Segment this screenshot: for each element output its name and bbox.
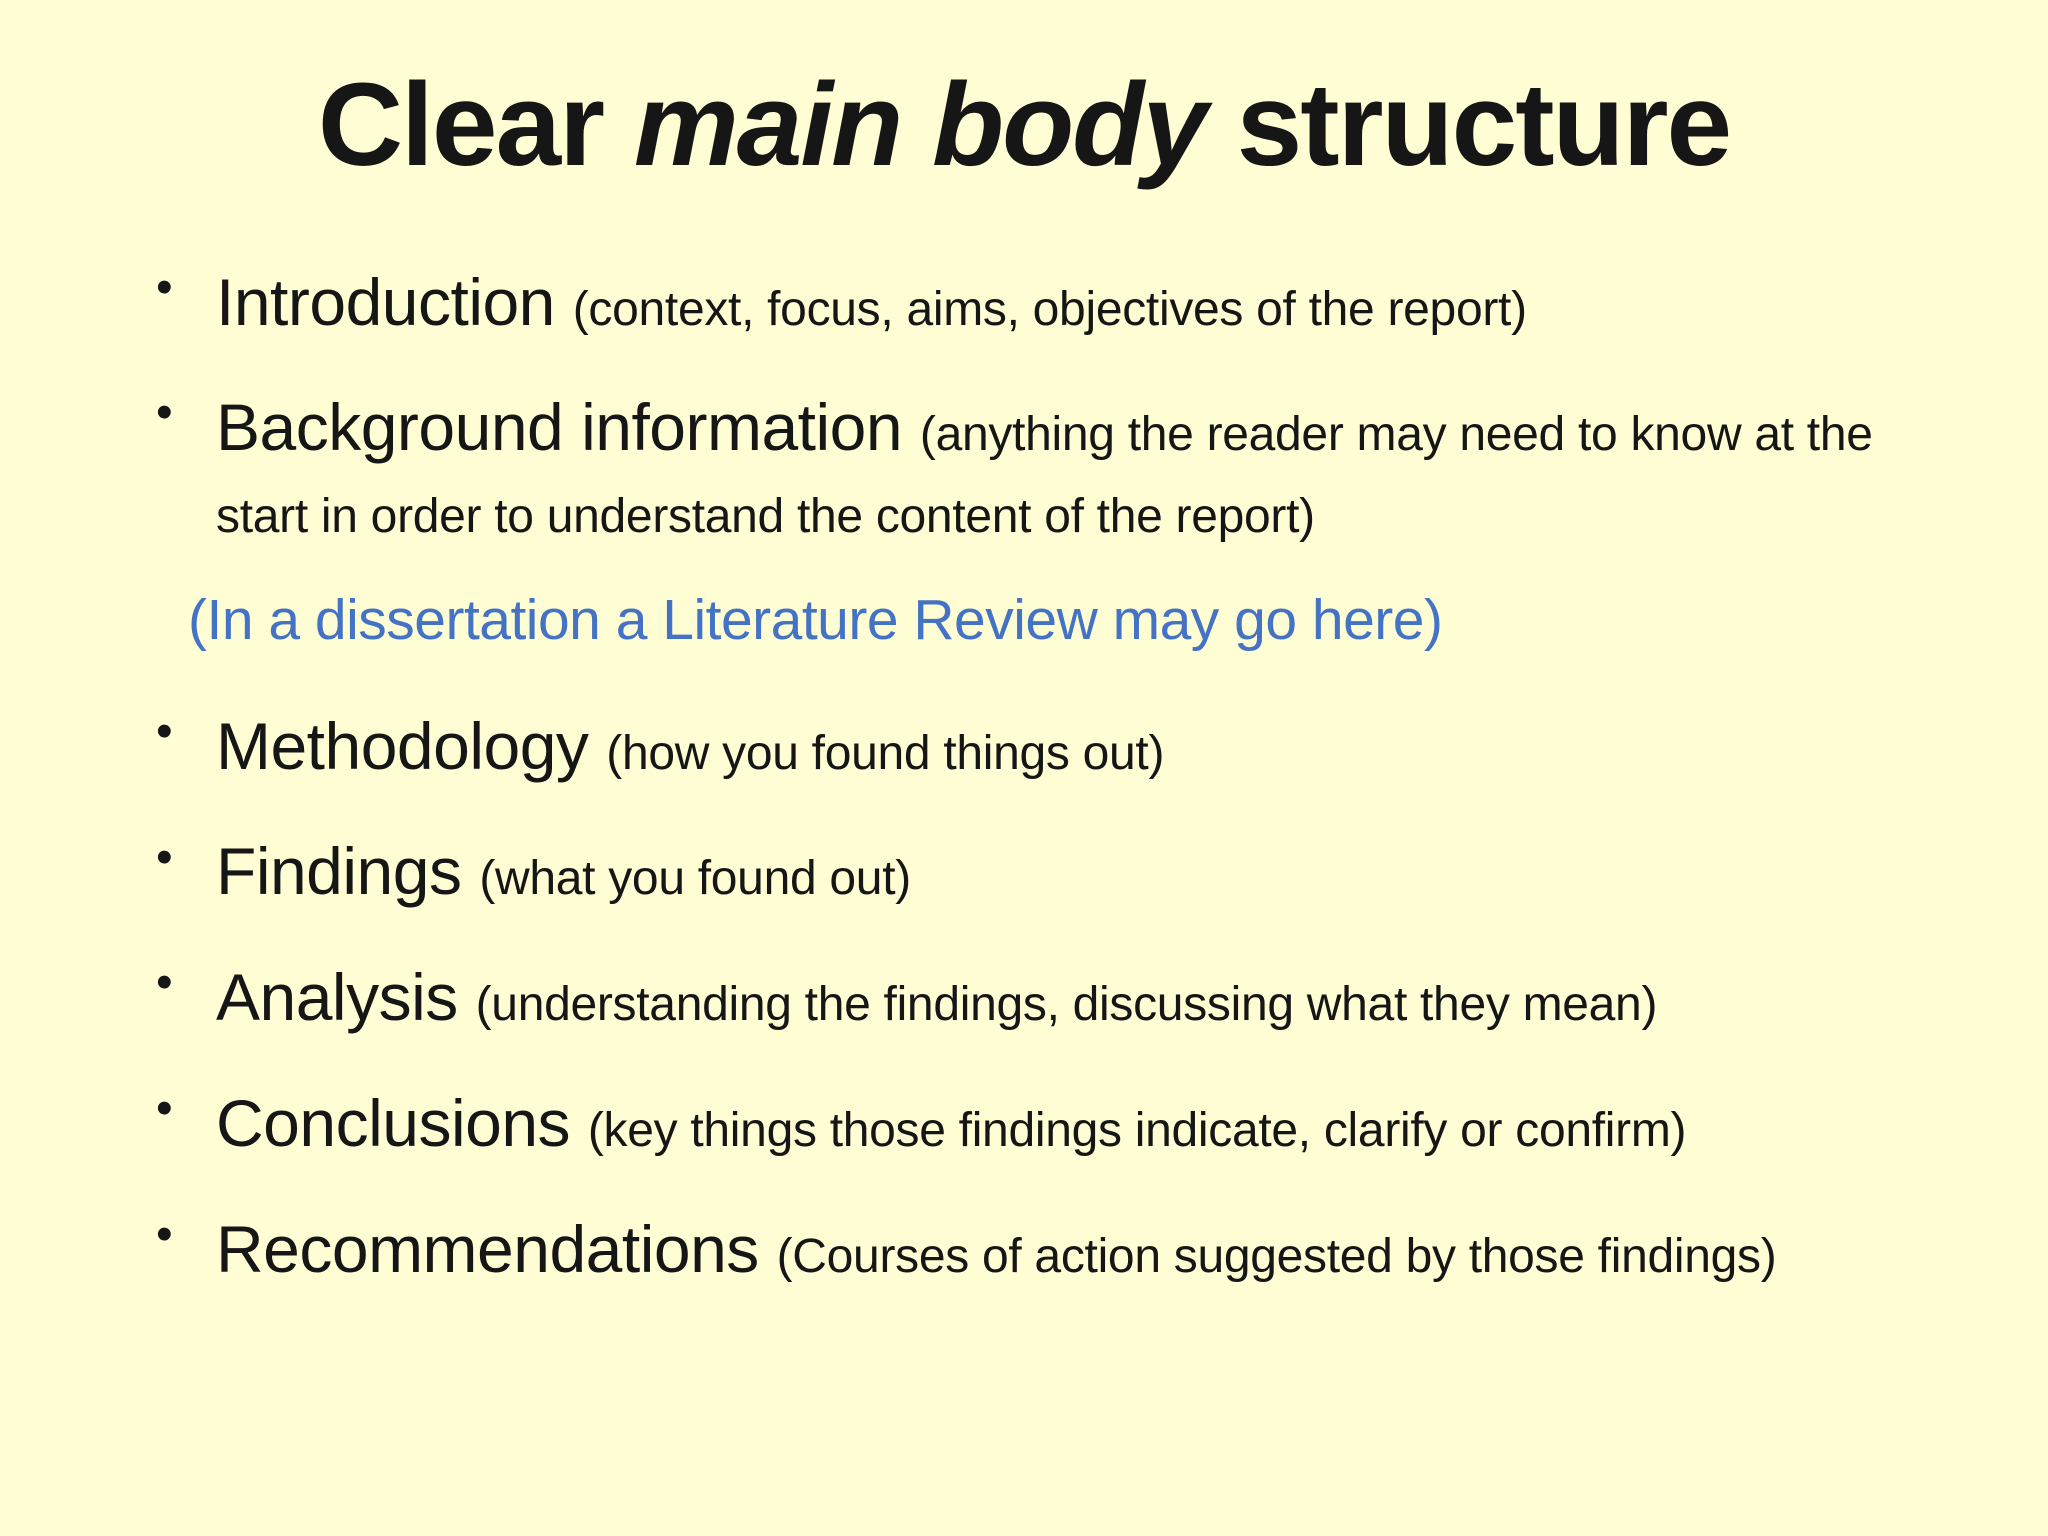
bullet-list: Introduction (context, focus, aims, obje… <box>150 259 1968 551</box>
bullet-sub-text: (how you found things out) <box>606 726 1165 780</box>
title-text-pre: Clear <box>317 59 634 191</box>
bullet-sub-text: (context, focus, aims, objectives of the… <box>572 282 1527 336</box>
bullet-main-text: Findings <box>216 834 480 909</box>
title-text-post: structure <box>1205 59 1732 191</box>
bullet-sub-text: (anything the reader may need to know at… <box>216 408 1873 544</box>
bullet-item-introduction: Introduction (context, focus, aims, obje… <box>150 259 1968 344</box>
bullet-main-text: Recommendations <box>216 1211 777 1286</box>
bullet-item-conclusions: Conclusions (key things those findings i… <box>150 1080 1968 1165</box>
bullet-item-findings: Findings (what you found out) <box>150 829 1968 913</box>
bullet-item-recommendations: Recommendations (Courses of action sugge… <box>150 1206 1968 1291</box>
title-text-italic: main body <box>633 59 1208 191</box>
bullet-sub-text: (what you found out) <box>479 852 911 906</box>
slide-title: Clear main body structure <box>0 52 2048 200</box>
bullet-item-analysis: Analysis (understanding the findings, di… <box>150 954 1968 1039</box>
bullet-main-text: Background information <box>216 390 920 465</box>
bullet-main-text: Methodology <box>216 708 607 783</box>
bullet-item-background-information: Background information (anything the rea… <box>150 384 1968 551</box>
bullet-main-text: Analysis <box>216 960 476 1035</box>
bullet-sub-text: (key things those findings indicate, cla… <box>587 1104 1687 1158</box>
bullet-sub-text: (understanding the findings, discussing … <box>475 978 1658 1032</box>
bullet-main-text: Conclusions <box>216 1086 588 1161</box>
bullet-list: Methodology (how you found things out) F… <box>150 703 1968 1291</box>
bullet-main-text: Introduction <box>216 264 573 339</box>
bullet-item-methodology: Methodology (how you found things out) <box>150 703 1968 788</box>
bullet-sub-text: (Courses of action suggested by those fi… <box>776 1229 1777 1283</box>
literature-review-note: (In a dissertation a Literature Review m… <box>188 587 1443 652</box>
